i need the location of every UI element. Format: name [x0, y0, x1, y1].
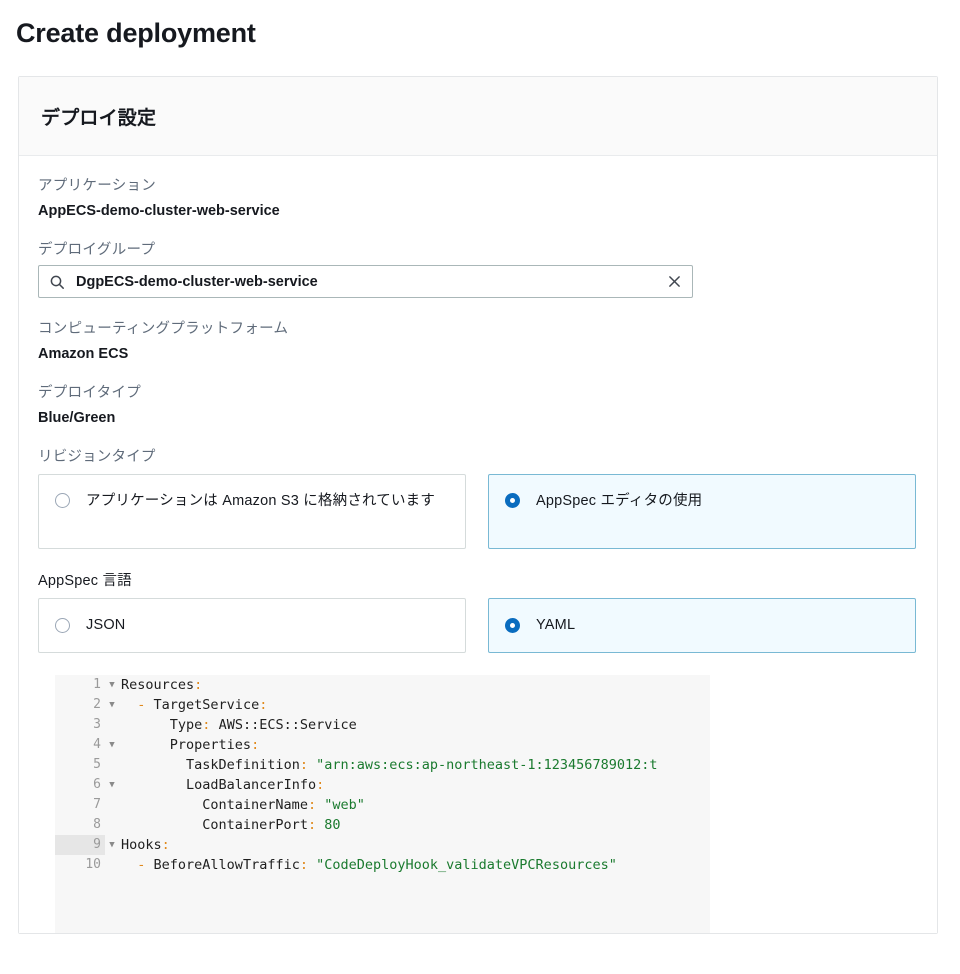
- line-number: 3: [55, 715, 105, 735]
- code-text: Resources:: [119, 675, 710, 695]
- code-line[interactable]: 5 TaskDefinition: "arn:aws:ecs:ap-northe…: [55, 755, 710, 775]
- revision-type-option-s3-label: アプリケーションは Amazon S3 に格納されています: [86, 491, 435, 512]
- close-icon[interactable]: [664, 272, 684, 292]
- code-line[interactable]: 6▼ LoadBalancerInfo:: [55, 775, 710, 795]
- line-number: 4: [55, 735, 105, 755]
- deployment-group-select[interactable]: DgpECS-demo-cluster-web-service: [38, 265, 693, 298]
- code-text: TaskDefinition: "arn:aws:ecs:ap-northeas…: [119, 755, 710, 775]
- code-text: Type: AWS::ECS::Service: [119, 715, 710, 735]
- page-title: Create deployment: [0, 0, 960, 50]
- code-text: ContainerPort: 80: [119, 815, 710, 835]
- panel-body: アプリケーション AppECS-demo-cluster-web-service…: [19, 156, 937, 933]
- line-number: 9: [55, 835, 105, 855]
- field-application: アプリケーション AppECS-demo-cluster-web-service: [38, 176, 918, 221]
- deployment-group-value[interactable]: DgpECS-demo-cluster-web-service: [76, 274, 664, 290]
- code-text: - TargetService:: [119, 695, 710, 715]
- fold-arrow-icon[interactable]: ▼: [105, 675, 119, 695]
- code-text: - BeforeAllowTraffic: "CodeDeployHook_va…: [119, 855, 710, 875]
- fold-spacer: [105, 815, 119, 835]
- deploy-settings-panel: デプロイ設定 アプリケーション AppECS-demo-cluster-web-…: [18, 76, 938, 934]
- line-number: 2: [55, 695, 105, 715]
- radio-icon[interactable]: [55, 618, 70, 633]
- code-line[interactable]: 8 ContainerPort: 80: [55, 815, 710, 835]
- line-number: 1: [55, 675, 105, 695]
- appspec-language-option-yaml-label: YAML: [536, 615, 575, 636]
- revision-type-option-appspec-editor[interactable]: AppSpec エディタの使用: [488, 474, 916, 549]
- revision-type-option-s3[interactable]: アプリケーションは Amazon S3 に格納されています: [38, 474, 466, 549]
- fold-arrow-icon[interactable]: ▼: [105, 695, 119, 715]
- field-compute-platform: コンピューティングプラットフォーム Amazon ECS: [38, 319, 918, 364]
- deployment-type-value: Blue/Green: [38, 408, 918, 428]
- search-icon: [49, 274, 65, 290]
- panel-header: デプロイ設定: [19, 77, 937, 156]
- radio-icon[interactable]: [505, 493, 520, 508]
- code-line[interactable]: 10 - BeforeAllowTraffic: "CodeDeployHook…: [55, 855, 710, 875]
- fold-spacer: [105, 795, 119, 815]
- field-deployment-type: デプロイタイプ Blue/Green: [38, 383, 918, 428]
- fold-arrow-icon[interactable]: ▼: [105, 735, 119, 755]
- code-line[interactable]: 7 ContainerName: "web": [55, 795, 710, 815]
- code-line[interactable]: 4▼ Properties:: [55, 735, 710, 755]
- code-line[interactable]: 1▼Resources:: [55, 675, 710, 695]
- fold-arrow-icon[interactable]: ▼: [105, 775, 119, 795]
- fold-spacer: [105, 715, 119, 735]
- appspec-code-editor[interactable]: 1▼Resources:2▼ - TargetService:3 Type: A…: [55, 675, 710, 933]
- compute-platform-label: コンピューティングプラットフォーム: [38, 319, 918, 339]
- compute-platform-value: Amazon ECS: [38, 344, 918, 364]
- code-text: ContainerName: "web": [119, 795, 710, 815]
- appspec-language-options: JSON YAML: [38, 598, 918, 653]
- appspec-language-option-yaml[interactable]: YAML: [488, 598, 916, 653]
- code-text: Hooks:: [119, 835, 710, 855]
- deployment-group-label: デプロイグループ: [38, 240, 918, 260]
- line-number: 6: [55, 775, 105, 795]
- revision-type-option-appspec-editor-label: AppSpec エディタの使用: [536, 491, 702, 512]
- application-label: アプリケーション: [38, 176, 918, 196]
- deployment-type-label: デプロイタイプ: [38, 383, 918, 403]
- fold-arrow-icon[interactable]: ▼: [105, 835, 119, 855]
- appspec-language-option-json-label: JSON: [86, 615, 125, 636]
- panel-header-title: デプロイ設定: [41, 103, 156, 130]
- radio-icon[interactable]: [55, 493, 70, 508]
- line-number: 10: [55, 855, 105, 875]
- line-number: 5: [55, 755, 105, 775]
- code-line[interactable]: 2▼ - TargetService:: [55, 695, 710, 715]
- revision-type-options: アプリケーションは Amazon S3 に格納されています AppSpec エデ…: [38, 474, 918, 549]
- field-deployment-group: デプロイグループ DgpECS-demo-cluster-web-service: [38, 240, 918, 298]
- revision-type-label: リビジョンタイプ: [38, 447, 918, 467]
- application-value: AppECS-demo-cluster-web-service: [38, 201, 918, 221]
- line-number: 7: [55, 795, 105, 815]
- fold-spacer: [105, 855, 119, 875]
- code-text: LoadBalancerInfo:: [119, 775, 710, 795]
- code-line[interactable]: 9▼Hooks:: [55, 835, 710, 855]
- line-number: 8: [55, 815, 105, 835]
- appspec-language-option-json[interactable]: JSON: [38, 598, 466, 653]
- radio-icon[interactable]: [505, 618, 520, 633]
- fold-spacer: [105, 755, 119, 775]
- appspec-language-label: AppSpec 言語: [38, 571, 918, 591]
- code-line[interactable]: 3 Type: AWS::ECS::Service: [55, 715, 710, 735]
- code-text: Properties:: [119, 735, 710, 755]
